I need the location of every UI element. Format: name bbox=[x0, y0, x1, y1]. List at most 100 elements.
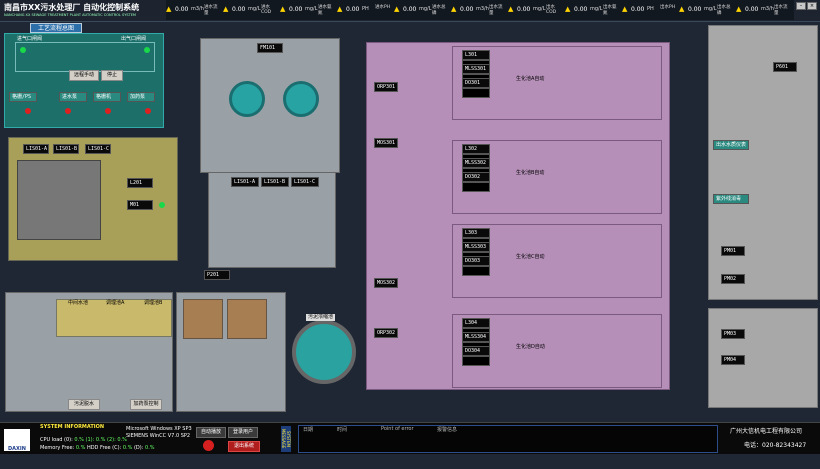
close-button[interactable]: × bbox=[807, 2, 817, 10]
meter-unit: mg/L bbox=[419, 6, 432, 12]
bio-tag: L303 bbox=[462, 228, 490, 238]
stop-button[interactable]: 停止 bbox=[101, 70, 123, 81]
bio-reading bbox=[462, 266, 490, 276]
pump-2-status[interactable] bbox=[65, 108, 71, 114]
os-line-2: SIEMENS WinCC V7.0 SP2 bbox=[126, 433, 191, 439]
blower-panel: PM03 PM04 bbox=[708, 308, 818, 408]
footer-bar: DAXIN SYSTEM INFORMATION CPU load (0): 0… bbox=[0, 422, 820, 454]
cpu-row: CPU load (0): 0.% (1): 0.% (2): 0.% bbox=[40, 437, 127, 443]
warning-icon: ▲ bbox=[679, 5, 685, 13]
meter-value: 0.00 bbox=[460, 6, 474, 13]
meter-value: 0.00 bbox=[289, 6, 303, 13]
app-subtitle: NANCHANG XX SEWAGE TREATMENT PLANT AUTOM… bbox=[4, 13, 136, 17]
clarifier-left bbox=[229, 81, 265, 117]
pm04-tag: PM04 bbox=[721, 355, 745, 365]
inlet-valve-label: 进气口闸阀 bbox=[17, 36, 43, 42]
bio-tag: DO302 bbox=[462, 172, 490, 182]
meter-unit: mg/L bbox=[590, 6, 603, 12]
bio-tag: MLSS301 bbox=[462, 64, 490, 74]
meter-unit: m3/h bbox=[761, 6, 774, 12]
warning-icon: ▲ bbox=[166, 5, 172, 13]
window-controls: – × bbox=[796, 2, 818, 18]
digester-tag-b: LIS01-B bbox=[261, 177, 289, 187]
outlet-valve-label: 出气口闸阀 bbox=[121, 36, 147, 42]
sludge-dewatering-button[interactable]: 污泥脱水 bbox=[68, 399, 100, 410]
meter-label: 进水氨氮 bbox=[318, 5, 332, 16]
meter-unit: PH bbox=[362, 6, 369, 12]
meter-label: 出水COD bbox=[546, 5, 557, 15]
process-overview-tab[interactable]: 工艺流程总图 bbox=[30, 23, 82, 33]
hdd-label: HDD Free (C): bbox=[86, 445, 122, 451]
pump-1-status[interactable] bbox=[25, 108, 31, 114]
pm02-tag: PM02 bbox=[721, 274, 745, 284]
intermediate-tank-label: 中间水池 bbox=[68, 300, 89, 306]
mos302-tag: MOS302 bbox=[374, 278, 398, 288]
pump-3-status[interactable] bbox=[105, 108, 111, 114]
bio-tank-mode: 生化池D自动 bbox=[516, 344, 545, 350]
meter-value: 0.00 bbox=[403, 6, 417, 13]
meter-unit: m3/h bbox=[476, 6, 489, 12]
effluent-quality-label: 出水水质仪表 bbox=[713, 140, 749, 150]
col-time: 时间 bbox=[337, 427, 348, 433]
warning-icon: ▲ bbox=[223, 5, 229, 13]
inlet-valve-status[interactable] bbox=[20, 47, 26, 53]
power-icon[interactable] bbox=[203, 440, 214, 451]
intake-structure bbox=[15, 42, 155, 72]
login-user-button[interactable]: 登录用户 bbox=[228, 427, 258, 438]
sludge-thickener-label: 污泥浓缩池 bbox=[306, 314, 336, 321]
reaction-tanks-panel bbox=[176, 292, 286, 412]
meter-value: 0.00 bbox=[745, 6, 759, 13]
cpu-value-2: 0.% (2): bbox=[95, 437, 116, 443]
meter-unit: mg/L bbox=[305, 6, 318, 12]
hdd-d-value: 0.% bbox=[145, 445, 155, 451]
eq-tank-a-label: 调理池A bbox=[106, 300, 125, 306]
hdd-value: 0.% bbox=[122, 445, 133, 451]
inlet-pump-tag: 进水泵 bbox=[59, 92, 87, 102]
hdd-d-label: (D): bbox=[133, 445, 144, 451]
bio-tank-mode: 生化池B自动 bbox=[516, 170, 545, 176]
bio-tank-mode: 生化池A自动 bbox=[516, 76, 545, 82]
meter-unit: mg/L bbox=[704, 6, 717, 12]
auto-play-button[interactable]: 自动播放 bbox=[196, 427, 226, 438]
clarifier-area: FM101 bbox=[200, 38, 340, 173]
memory-label: Memory Free: bbox=[40, 445, 75, 451]
grit-motor-tag: M01 bbox=[127, 200, 153, 210]
remote-manual-button[interactable]: 远程手动 bbox=[69, 70, 99, 81]
level-tag-c: LIS01-C bbox=[85, 144, 111, 154]
bio-tag: L302 bbox=[462, 144, 490, 154]
pump-4-status[interactable] bbox=[145, 108, 151, 114]
meter-value: 0.00 bbox=[631, 6, 645, 13]
bio-tag: L301 bbox=[462, 50, 490, 60]
level-tag-a: LIS01-A bbox=[23, 144, 49, 154]
memory-row: Memory Free: 0.% HDD Free (C): 0.% (D): … bbox=[40, 445, 155, 451]
bio-tag: DO303 bbox=[462, 256, 490, 266]
digester-tag-c: LIS01-C bbox=[291, 177, 319, 187]
screen-machine-tag: 格栅机 bbox=[93, 92, 121, 102]
message-table[interactable]: 日期 时间 Point of error 报警信息 bbox=[298, 425, 718, 453]
meter-label: 出水流量 bbox=[489, 5, 503, 16]
col-alarm: 报警信息 bbox=[437, 427, 458, 433]
warning-icon: ▲ bbox=[451, 5, 457, 13]
exit-system-button[interactable]: 退出系统 bbox=[228, 441, 260, 452]
clarifier-right bbox=[283, 81, 319, 117]
dosing-control-button[interactable]: 加药泵控制 bbox=[130, 399, 162, 410]
equalization-tanks bbox=[56, 299, 172, 337]
eq-tank-b-label: 调理池B bbox=[144, 300, 163, 306]
memory-value: 0.% bbox=[75, 445, 86, 451]
outlet-valve-status[interactable] bbox=[144, 47, 150, 53]
meter-unit: PH bbox=[647, 6, 654, 12]
minimize-button[interactable]: – bbox=[796, 2, 806, 10]
meter-unit: mg/L bbox=[248, 6, 261, 12]
dosing-pump-tag: 加药泵 bbox=[127, 92, 155, 102]
orp302-tag: ORP302 bbox=[374, 328, 398, 338]
digester-area: LIS01-A LIS01-B LIS01-C bbox=[208, 172, 336, 268]
warning-icon: ▲ bbox=[394, 5, 400, 13]
sludge-dewatering-panel: 中间水池 调理池A 调理池B 污泥脱水 加药泵控制 bbox=[5, 292, 173, 412]
grit-motor-status[interactable] bbox=[159, 202, 165, 208]
meter-label: 进水流量 bbox=[204, 5, 218, 16]
